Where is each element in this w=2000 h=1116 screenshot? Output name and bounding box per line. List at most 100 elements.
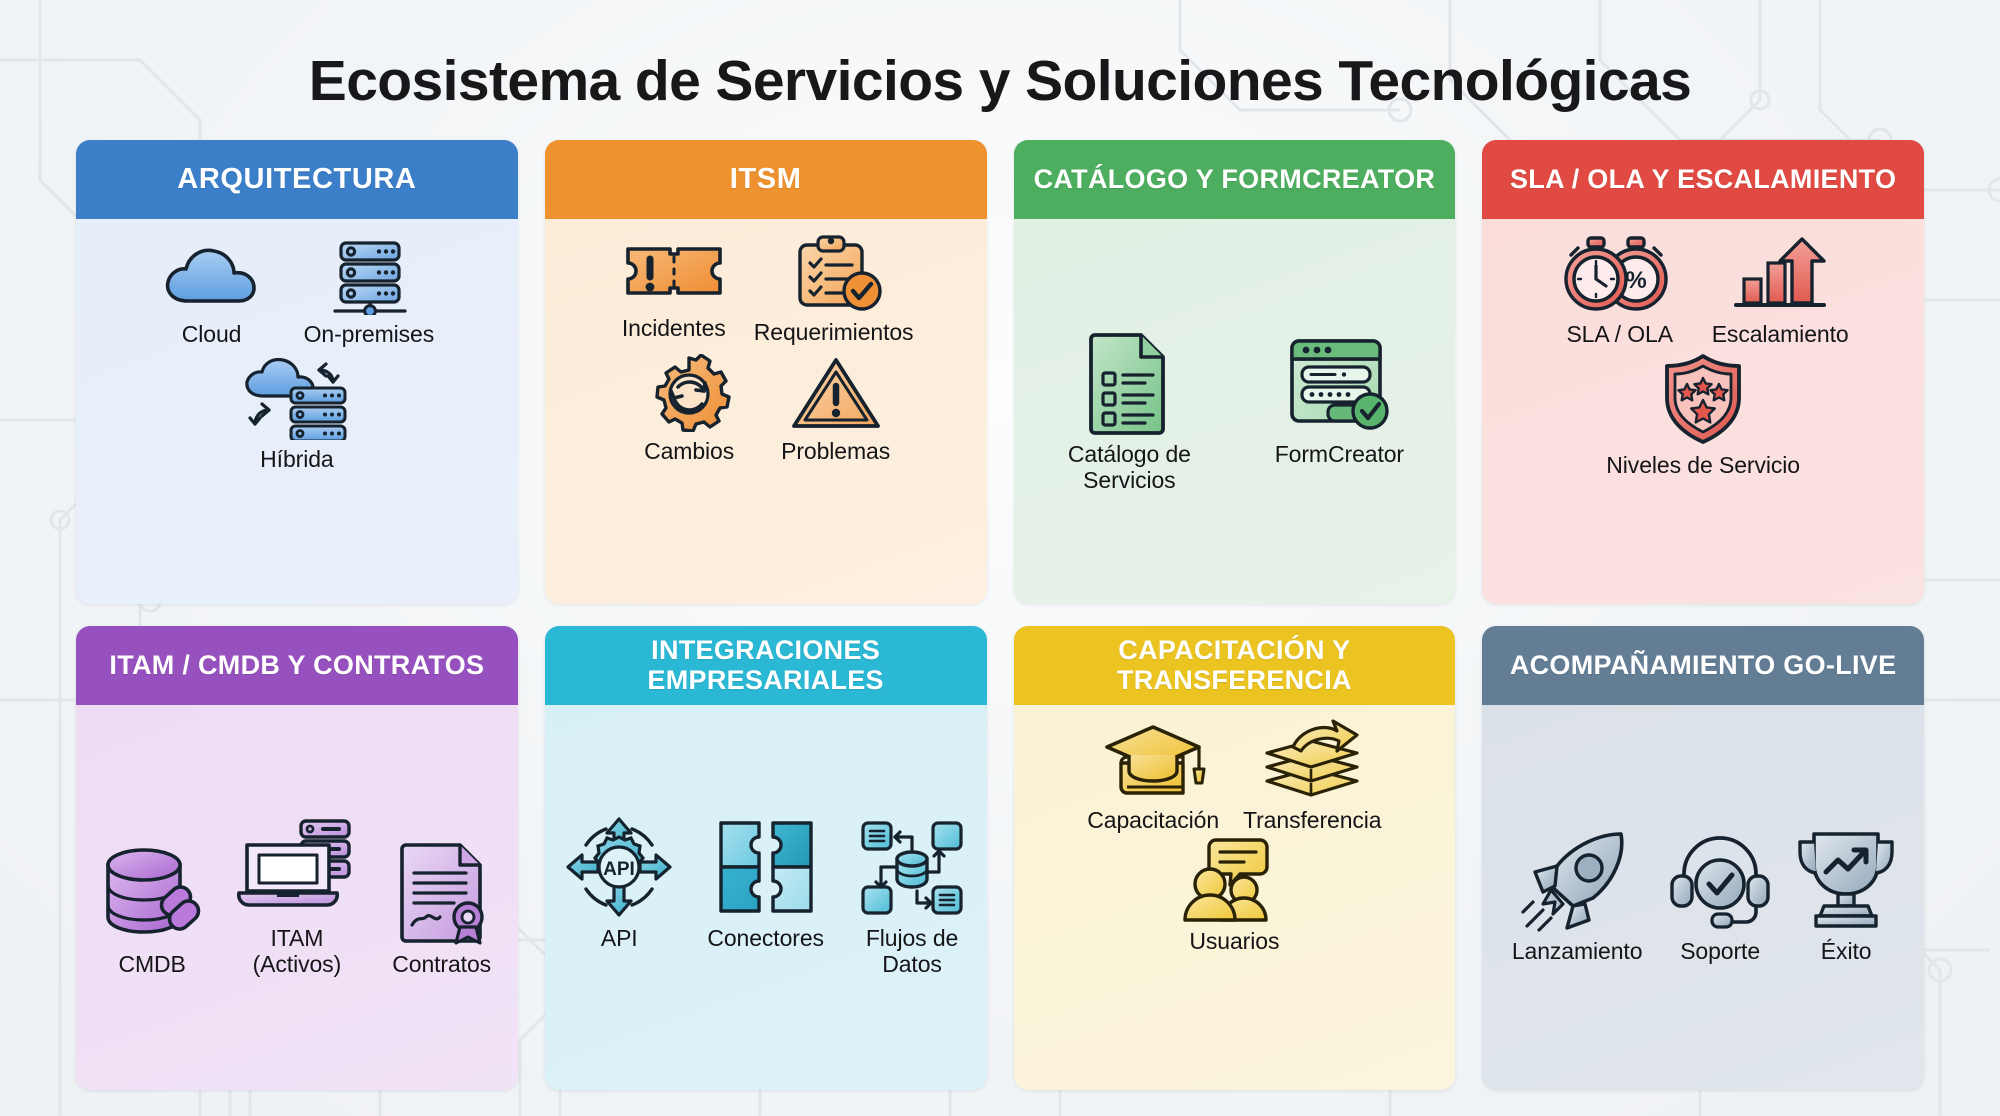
shield-stars-icon [1657, 352, 1749, 446]
document-checklist-icon [1081, 329, 1177, 436]
item-catalogo-servicios[interactable]: Catálogo de Servicios [1044, 329, 1214, 494]
clipboard-check-icon [782, 235, 886, 313]
item-label: Cambios [644, 437, 735, 464]
bar-chart-arrow-up-icon [1730, 235, 1830, 315]
item-requerimientos[interactable]: Requerimientos [754, 235, 914, 346]
item-soporte[interactable]: Soporte [1661, 828, 1779, 965]
puzzle-pieces-icon [713, 815, 819, 919]
item-transferencia[interactable]: Transferencia [1243, 719, 1382, 834]
item-contratos[interactable]: Contratos [378, 841, 506, 978]
item-flujos-datos[interactable]: Flujos de Datos [850, 815, 975, 978]
card-integraciones-empresariales[interactable]: INTEGRACIONES EMPRESARIALES [544, 625, 987, 1090]
item-label: SLA / OLA [1566, 320, 1673, 347]
svg-text:API: API [603, 859, 635, 880]
cloud-icon [160, 235, 264, 315]
item-itam-activos[interactable]: ITAM (Activos) [228, 815, 365, 978]
form-window-check-icon [1284, 329, 1394, 435]
item-sla-ola[interactable]: % [1558, 235, 1682, 348]
page-title: Ecosistema de Servicios y Soluciones Tec… [308, 49, 1692, 113]
warning-triangle-icon [788, 354, 884, 432]
card-header-arquitectura: ARQUITECTURA [76, 139, 518, 219]
trophy-growth-icon [1794, 828, 1898, 932]
card-body-arquitectura: Cloud [76, 218, 518, 604]
card-header-integraciones: INTEGRACIONES EMPRESARIALES [544, 625, 987, 705]
contract-seal-icon [390, 841, 494, 945]
hybrid-cloud-server-icon [233, 357, 361, 443]
item-niveles-servicio[interactable]: Niveles de Servicio [1606, 352, 1800, 479]
card-body-capacitacion: Capacitación [1013, 704, 1456, 1090]
card-body-itam: CMDB [76, 704, 518, 1090]
item-conectores[interactable]: Conectores [694, 815, 838, 952]
item-label: CMDB [118, 950, 186, 977]
card-body-go-live: Lanzamiento [1482, 704, 1924, 1090]
data-flow-icon [859, 815, 965, 919]
item-label: API [600, 925, 638, 952]
item-exito[interactable]: Éxito [1787, 828, 1905, 965]
item-usuarios[interactable]: Usuarios [1182, 836, 1286, 955]
item-incidentes[interactable]: Incidentes [618, 235, 730, 342]
card-itam-cmdb-contratos[interactable]: ITAM / CMDB Y CONTRATOS [76, 625, 518, 1090]
card-body-integraciones: API API [544, 704, 987, 1090]
users-speech-icon [1182, 836, 1286, 922]
item-label: Híbrida [260, 445, 334, 472]
card-body-sla: % [1482, 218, 1924, 604]
svg-text:%: % [1625, 267, 1646, 294]
item-label: ITAM (Activos) [252, 925, 342, 977]
card-header-capacitacion: CAPACITACIÓN Y TRANSFERENCIA [1013, 625, 1456, 705]
item-label: FormCreator [1274, 441, 1404, 468]
item-formcreator[interactable]: FormCreator [1254, 329, 1424, 468]
rocket-icon [1521, 828, 1633, 932]
item-cambios[interactable]: Cambios [641, 352, 737, 465]
item-cloud[interactable]: Cloud [160, 235, 264, 348]
item-on-premises[interactable]: On-premises [303, 235, 435, 348]
item-problemas[interactable]: Problemas [781, 354, 890, 465]
item-label: Contratos [392, 950, 492, 977]
laptop-server-icon [236, 815, 357, 919]
card-header-catalogo: CATÁLOGO Y FORMCREATOR [1013, 139, 1456, 219]
card-body-catalogo: Catálogo de Servicios [1013, 218, 1456, 604]
item-label: Flujos de Datos [865, 925, 959, 977]
headset-check-icon [1668, 828, 1772, 932]
item-label: Niveles de Servicio [1606, 451, 1800, 478]
card-capacitacion-transferencia[interactable]: CAPACITACIÓN Y TRANSFERENCIA [1013, 625, 1456, 1090]
item-label: Requerimientos [753, 318, 914, 345]
stopwatch-pair-icon: % [1558, 235, 1682, 315]
cards-grid: ARQUITECTURA Cloud [76, 139, 1924, 1090]
item-label: Escalamiento [1711, 320, 1849, 347]
item-label: Transferencia [1243, 806, 1382, 833]
graduation-cap-book-icon [1099, 719, 1207, 801]
item-label: Usuarios [1189, 927, 1280, 954]
item-label: On-premises [303, 320, 435, 347]
card-arquitectura[interactable]: ARQUITECTURA Cloud [76, 139, 518, 604]
item-label: Cloud [181, 320, 242, 347]
item-label: Incidentes [621, 314, 726, 341]
card-sla-escalamiento[interactable]: SLA / OLA Y ESCALAMIENTO [1482, 139, 1924, 604]
item-hibrida[interactable]: Híbrida [233, 357, 361, 473]
ticket-alert-icon [618, 235, 730, 309]
database-link-icon [96, 841, 208, 945]
card-catalogo-formcreator[interactable]: CATÁLOGO Y FORMCREATOR [1013, 139, 1456, 604]
card-itsm[interactable]: ITSM [544, 139, 987, 604]
item-label: Catálogo de Servicios [1067, 441, 1191, 493]
item-escalamiento[interactable]: Escalamiento [1712, 235, 1849, 348]
item-api[interactable]: API API [557, 815, 682, 952]
item-label: Capacitación [1087, 806, 1220, 833]
item-capacitacion[interactable]: Capacitación [1087, 719, 1219, 834]
card-header-itsm: ITSM [544, 139, 987, 219]
item-label: Soporte [1680, 938, 1761, 965]
card-header-go-live: ACOMPAÑAMIENTO GO-LIVE [1482, 625, 1924, 705]
card-header-sla: SLA / OLA Y ESCALAMIENTO [1482, 139, 1924, 219]
gear-refresh-icon [641, 352, 737, 433]
item-label: Problemas [781, 437, 891, 464]
card-body-itsm: Incidentes [544, 218, 987, 604]
item-label: Lanzamiento [1511, 938, 1643, 965]
item-lanzamiento[interactable]: Lanzamiento [1501, 828, 1653, 965]
item-label: Conectores [707, 925, 824, 952]
card-header-itam: ITAM / CMDB Y CONTRATOS [76, 625, 518, 705]
card-acompanamiento-go-live[interactable]: ACOMPAÑAMIENTO GO-LIVE [1482, 625, 1924, 1090]
books-share-arrow-icon [1259, 719, 1365, 801]
server-rack-icon [317, 235, 421, 318]
item-cmdb[interactable]: CMDB [88, 841, 216, 978]
api-hub-arrows-icon: API [562, 815, 676, 919]
item-label: Éxito [1820, 938, 1872, 965]
